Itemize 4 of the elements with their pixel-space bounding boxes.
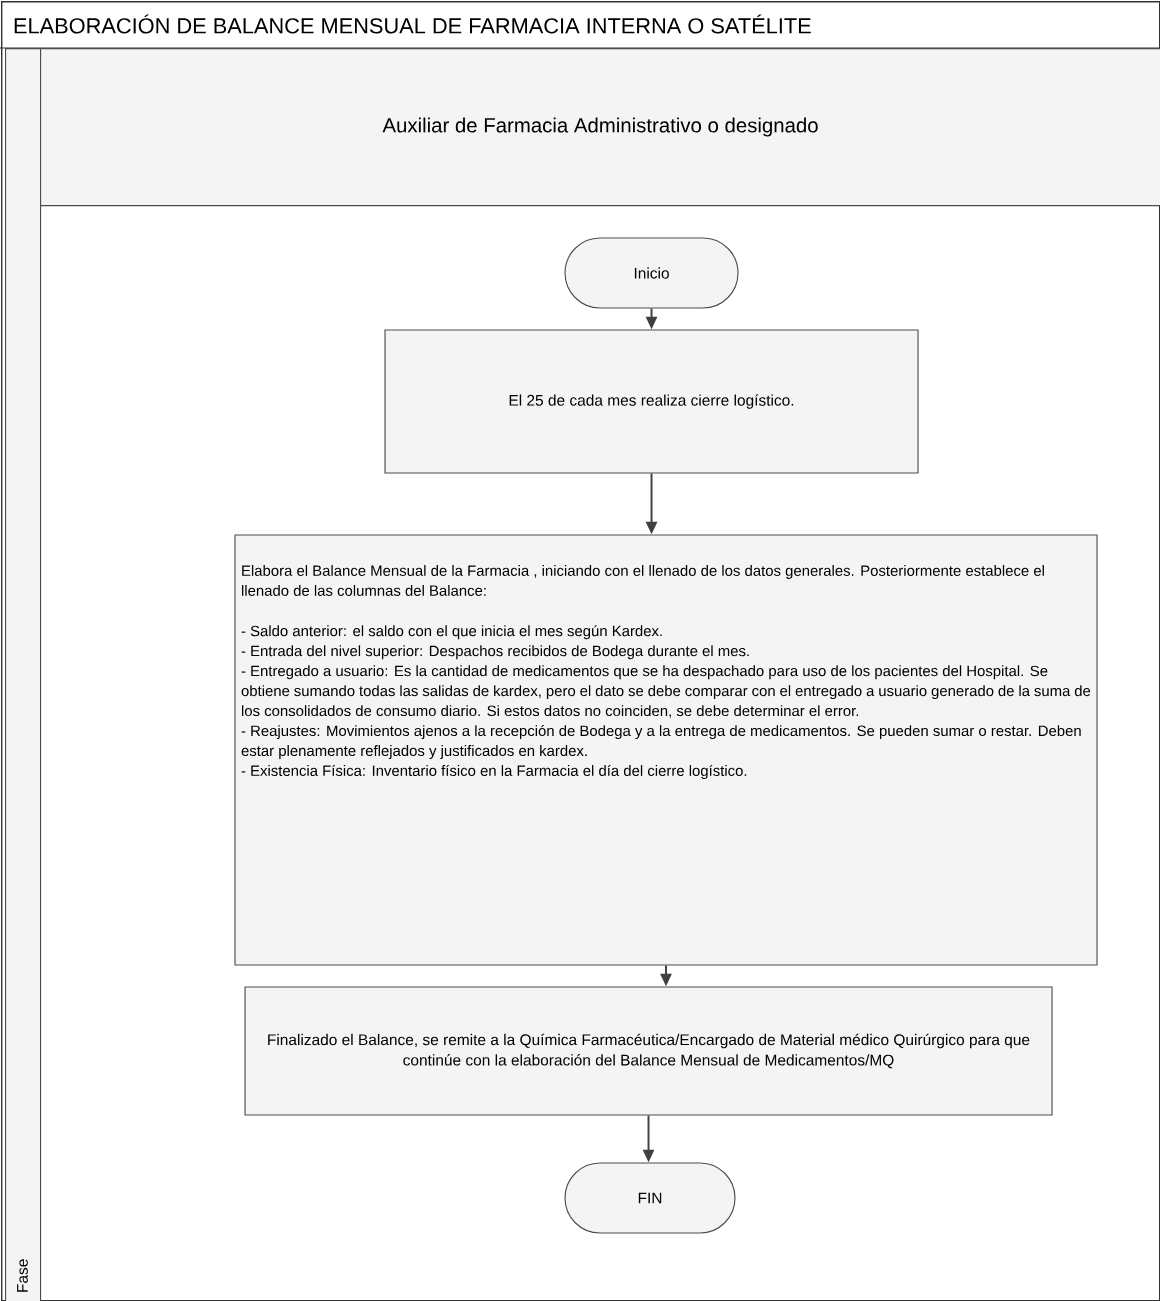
process-box: Finalizado el Balance, se remite a la Química Farmacéutica/Encargado de Material médico Quirúrgico para que continúe con la elaboración del Balance Mensual de Medicamentos/MQ [244,986,1053,1116]
process-box: Elabora el Balance Mensual de la Farmacia , iniciando con el llenado de los datos generales. Posteriormente establece el llenado de las columnas del Balance: - Saldo anterior: el saldo con el que inicia el mes según Kardex. - Entrada del nivel superior: Despachos recibidos de Bodega durante el mes. - Entregado a usuario: Es la cantidad de medicamentos que se ha despachado para uso de los pacientes del Hospital. Se obtiene sumando todas las salidas de kardex, pero el dato se debe comparar con el entregado a usuario generado de la suma de los consolidados de consumo diario. Si estos datos no coinciden, se debe determinar el error. - Reajustes: Movimientos ajenos a la recepción de Bodega y a la entrega de medicamentos. Se pueden sumar o restar. Deben estar plenamente reflejados y justificados en kardex. - Existencia Física: Inventario físico en la Farmacia el día del cierre logístico. [234,534,1098,966]
process-box: El 25 de cada mes realiza cierre logístico. [384,329,919,474]
phase-strip: Fase [5,48,42,1301]
